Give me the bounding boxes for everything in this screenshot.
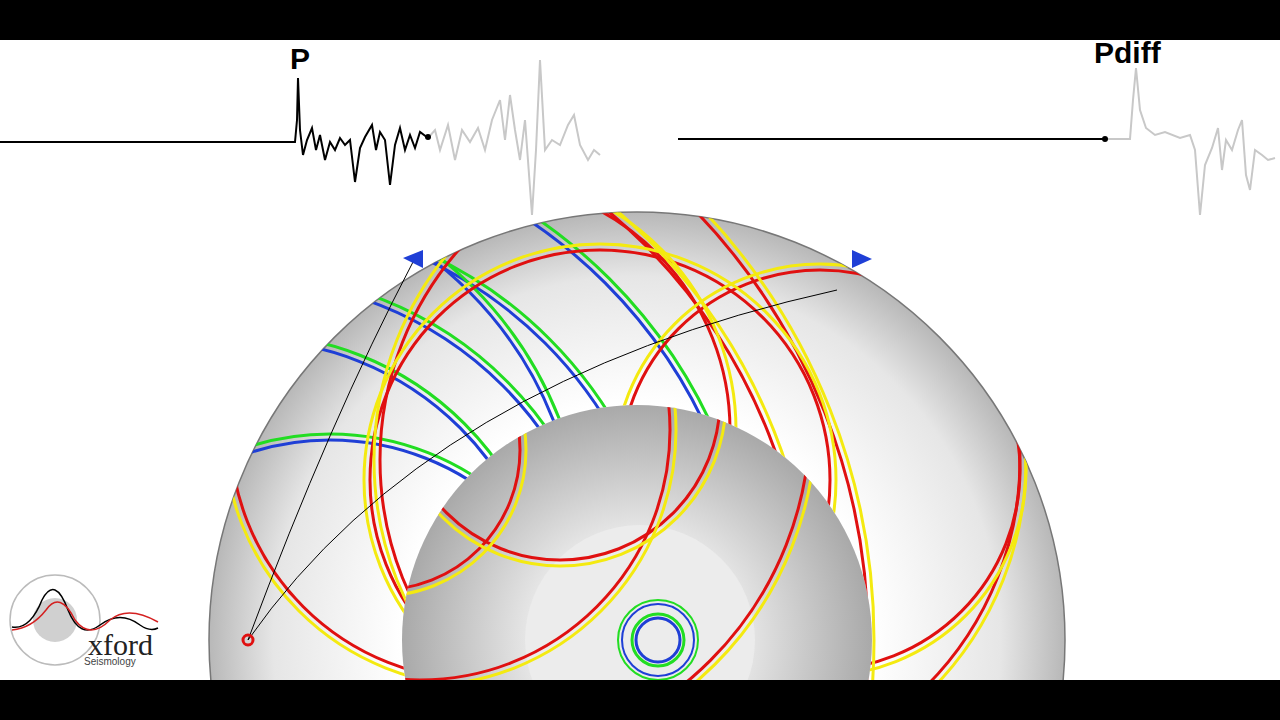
logo-subtext: Seismology	[84, 657, 136, 667]
phase-label: P	[290, 44, 310, 74]
logo-text: xford	[88, 630, 153, 660]
phase-label: Pdiff	[1094, 38, 1161, 68]
